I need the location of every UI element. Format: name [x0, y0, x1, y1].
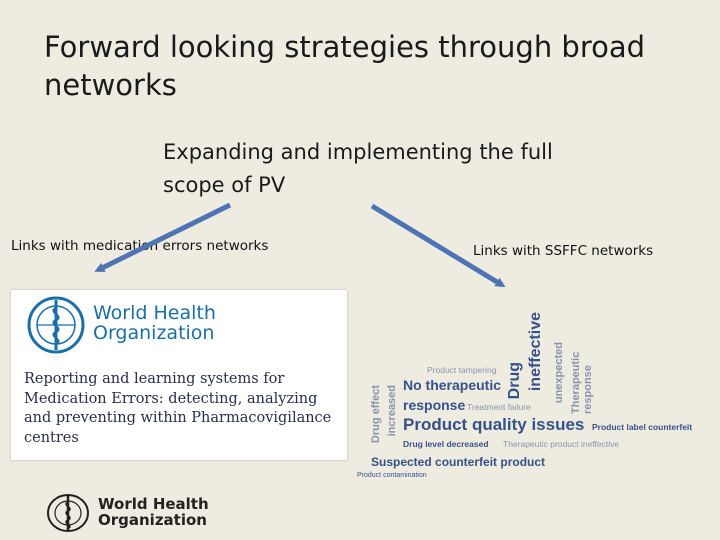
word-ineffective: ineffective: [527, 312, 544, 392]
word-therapeutic-product-ineffective: Therapeutic product ineffective: [503, 439, 620, 449]
word-product-tampering: Product tampering: [427, 365, 497, 375]
word-product-quality-issues: Product quality issues: [403, 415, 585, 434]
publication-heading: Reporting and learning systems for Medic…: [24, 371, 332, 446]
word-suspected-counterfeit-product: Suspected counterfeit product: [371, 455, 546, 469]
who-emblem-icon: [27, 296, 85, 354]
word-product-contamination: Product contamination: [357, 472, 427, 479]
word-no-therapeutic: No therapeutic: [403, 377, 502, 393]
arrow-left: [94, 202, 232, 273]
word-product-label-counterfeit: Product label counterfeit: [592, 422, 693, 432]
arrow-right: [370, 203, 506, 288]
slide-title: Forward looking strategies through broad…: [44, 30, 646, 102]
who-footer-emblem-icon: [47, 494, 89, 532]
word-response: response: [403, 397, 466, 413]
who-footer-org-name: World Health Organization: [98, 495, 209, 529]
who-publication-card: World Health Organization Reporting and …: [11, 290, 347, 460]
word-treatment-failure: Treatment failure: [467, 402, 531, 412]
word-therapeutic-response: Therapeutic response: [570, 351, 594, 414]
word-drug-level-decreased: Drug level decreased: [403, 439, 489, 449]
word-unexpected: unexpected: [553, 342, 565, 404]
slide-subtitle: Expanding and implementing the full scop…: [163, 140, 553, 197]
word-increased: increased: [386, 385, 398, 437]
word-drug: Drug: [506, 362, 523, 400]
word-drug-effect: Drug effect: [370, 385, 382, 444]
who-org-name: World Health Organization: [93, 302, 216, 344]
right-link-label: Links with SSFFC networks: [473, 243, 654, 259]
left-link-label: Links with medication errors networks: [11, 238, 269, 254]
